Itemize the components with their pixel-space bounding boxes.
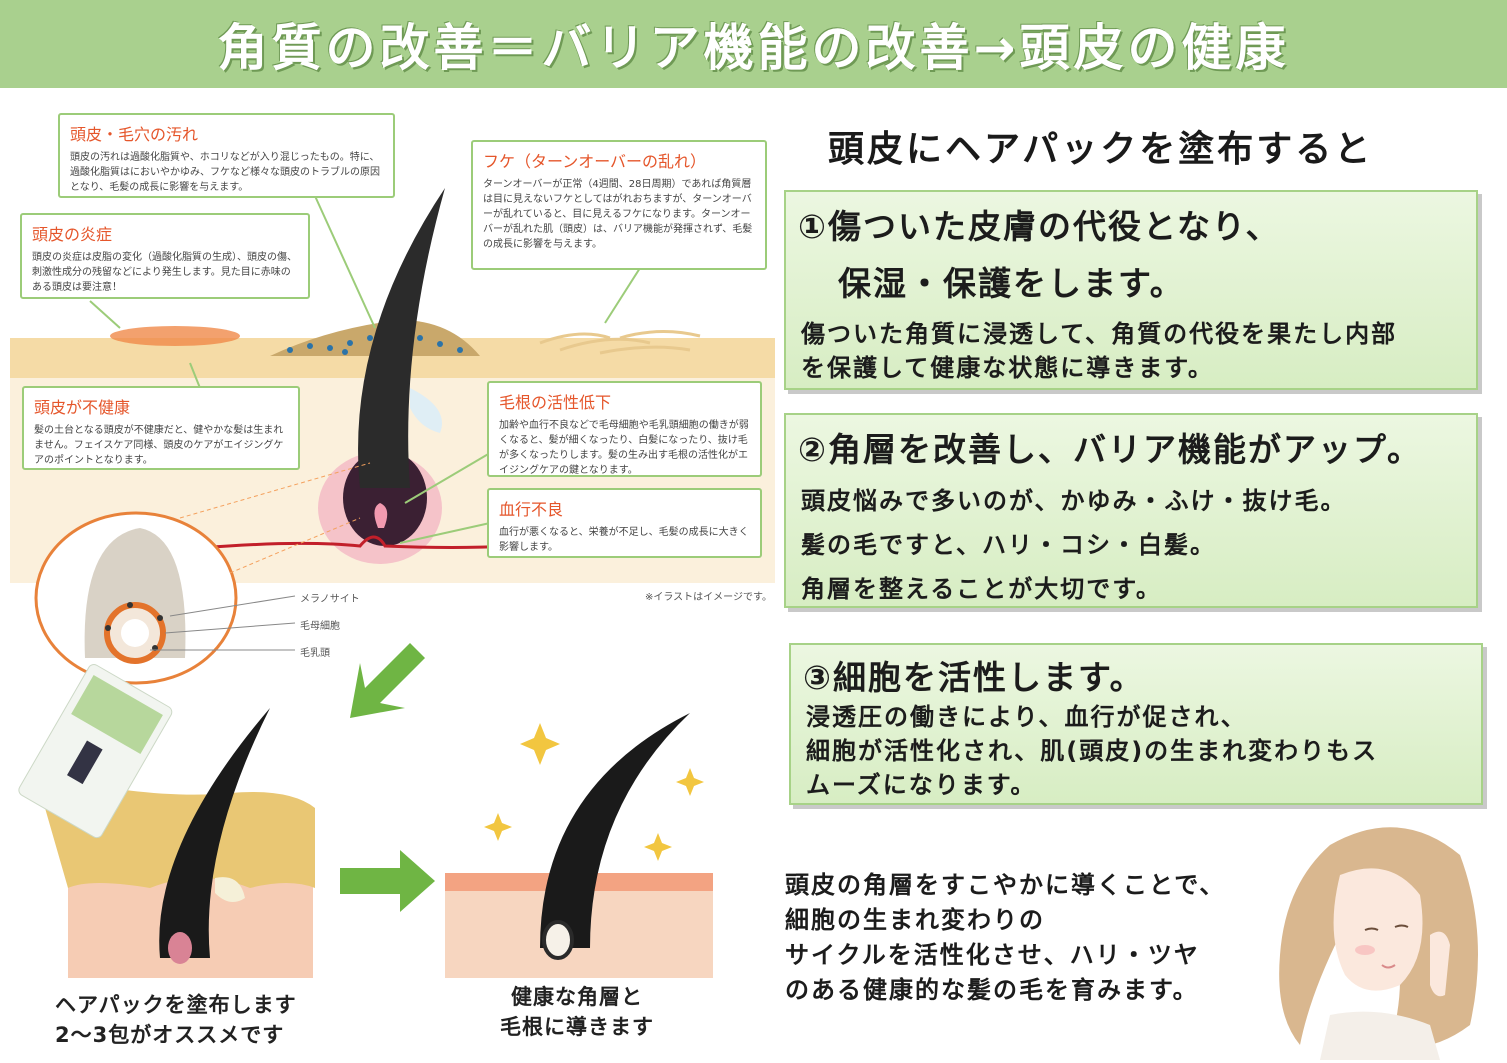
callout-inflammation-title: 頭皮の炎症 <box>32 225 113 244</box>
benefit-box-3: ③細胞を活性します。 浸透圧の働きにより、血行が促され、 細胞が活性化され、肌(… <box>789 643 1483 805</box>
callout-dirt-title: 頭皮・毛穴の汚れ <box>70 125 199 144</box>
caption-apply: ヘアパックを塗布します 2～3包がオススメです <box>55 990 297 1050</box>
caption-apply-line2: 2～3包がオススメです <box>55 1023 285 1047</box>
apply-papilla <box>168 932 192 964</box>
result-root <box>542 920 574 960</box>
hair-shaft <box>358 188 445 488</box>
woman-illustration <box>1279 827 1478 1060</box>
box1-title-line1: ①傷ついた皮膚の代役となり、 <box>798 207 1281 246</box>
arrow-right <box>340 850 435 912</box>
callout-root: 毛根の活性低下 加齢や血行不良などで毛母細胞や毛乳頭細胞の働きが弱くなると、髪が… <box>487 381 762 477</box>
closing-line3: サイクルを活性化させ、ハリ・ツヤ <box>785 941 1200 969</box>
box1-text-line1: 傷ついた角質に浸透して、角質の代役を果たし内部 <box>801 320 1398 348</box>
callout-dandruff-body: ターンオーバーが正常（4週間、28日周期）であれば角質層は目に見えないフケとして… <box>483 179 753 250</box>
closing-line4: のある健康的な髪の毛を育みます。 <box>785 976 1199 1004</box>
box2-title: ②角層を改善し、バリア機能がアップ。 <box>798 430 1422 469</box>
page-header: 角質の改善＝バリア機能の改善→頭皮の健康 <box>0 0 1507 88</box>
callout-dirt-body: 頭皮の汚れは過酸化脂質や、ホコリなどが入り混じったもの。特に、過酸化脂質はにおい… <box>70 152 380 193</box>
callout-unhealthy: 頭皮が不健康 髪の土台となる頭皮が不健康だと、健やかな髪は生まれません。フェイス… <box>22 386 300 470</box>
pointer-dirt <box>314 195 376 329</box>
result-hair <box>540 713 690 948</box>
hairpack-sachet <box>18 664 173 839</box>
benefit-box-1: ①傷ついた皮膚の代役となり、 保湿・保護をします。 傷ついた角質に浸透して、角質… <box>784 190 1478 390</box>
arrow-down-left <box>350 643 435 718</box>
callout-dirt: 頭皮・毛穴の汚れ 頭皮の汚れは過酸化脂質や、ホコリなどが入り混じったもの。特に、… <box>58 113 395 198</box>
label-melanocyte: メラノサイト <box>300 594 360 605</box>
callout-blood: 血行不良 血行が悪くなると、栄養が不足し、毛髪の成長に大きく影響します。 <box>487 488 762 558</box>
callout-unhealthy-body: 髪の土台となる頭皮が不健康だと、健やかな髪は生まれません。フェイスケア同様、頭皮… <box>34 425 284 466</box>
pointer-inflammation <box>89 300 121 329</box>
box3-title: ③細胞を活性します。 <box>803 658 1145 697</box>
pointer-dandruff <box>604 267 641 324</box>
closing-line2: 細胞の生まれ変わりの <box>785 906 1045 934</box>
zoom-papilla <box>121 619 149 647</box>
caption-apply-line1: ヘアパックを塗布します <box>55 993 297 1017</box>
apply-hair <box>159 708 270 958</box>
pointer-blood <box>399 522 491 544</box>
callout-root-title: 毛根の活性低下 <box>499 393 612 412</box>
box3-text-line2: 細胞が活性化され、肌(頭皮)の生まれ変わりもス <box>806 737 1379 765</box>
woman-hand <box>1430 931 1450 997</box>
callout-inflammation-body: 頭皮の炎症は皮脂の変化（過酸化脂質の生成）、頭皮の傷、刺激性成分の残留などにより… <box>32 252 297 293</box>
box3-text-line3: ムーズになります。 <box>806 771 1037 799</box>
dandruff-flakes <box>539 330 701 355</box>
woman-hair <box>1279 827 1478 1048</box>
box2-text-line1: 頭皮悩みで多いのが、かゆみ・ふけ・抜け毛。 <box>801 487 1347 515</box>
callout-inflammation: 頭皮の炎症 頭皮の炎症は皮脂の変化（過酸化脂質の生成）、頭皮の傷、刺激性成分の残… <box>20 213 310 299</box>
box2-text-line3: 角層を整えることが大切です。 <box>801 575 1162 603</box>
pointer-root <box>404 452 491 504</box>
page-title: 角質の改善＝バリア機能の改善→頭皮の健康 <box>217 19 1290 77</box>
callout-dandruff-title: フケ（ターンオーバーの乱れ） <box>483 152 707 171</box>
dermal-papilla <box>374 503 388 528</box>
label-papilla: 毛乳頭 <box>300 648 330 659</box>
illustration-note: ※イラストはイメージです。 <box>645 592 772 603</box>
woman-shoulder <box>1320 1011 1440 1060</box>
sebaceous-gland <box>410 388 442 433</box>
callout-blood-title: 血行不良 <box>499 500 564 519</box>
box3-text-line1: 浸透圧の働きにより、血行が促され、 <box>806 703 1247 731</box>
closing-text: 頭皮の角層をすこやかに導くことで、 細胞の生まれ変わりの サイクルを活性化させ、… <box>785 868 1225 1008</box>
box1-title-line2: 保湿・保護をします。 <box>838 264 1185 303</box>
callout-dandruff: フケ（ターンオーバーの乱れ） ターンオーバーが正常（4週間、28日周期）であれば… <box>471 140 767 270</box>
caption-result-line2: 毛根に導きます <box>500 1015 654 1039</box>
apply-gland <box>215 877 245 902</box>
box2-text-line2: 髪の毛ですと、ハリ・コシ・白髪。 <box>801 531 1217 559</box>
caption-result-line1: 健康な角層と <box>511 985 643 1009</box>
benefit-box-2: ②角層を改善し、バリア機能がアップ。 頭皮悩みで多いのが、かゆみ・ふけ・抜け毛。… <box>784 413 1478 608</box>
caption-result: 健康な角層と 毛根に導きます <box>492 982 662 1042</box>
closing-line1: 頭皮の角層をすこやかに導くことで、 <box>785 871 1226 899</box>
label-matrix: 毛母細胞 <box>300 621 340 632</box>
inflammation-spot <box>110 326 240 346</box>
sparkle-icon <box>484 723 704 861</box>
callout-unhealthy-title: 頭皮が不健康 <box>34 398 131 417</box>
callout-root-body: 加齢や血行不良などで毛母細胞や毛乳頭細胞の働きが弱くなると、髪が細くなったり、白… <box>499 420 749 476</box>
lead-heading: 頭皮にヘアパックを塗布すると <box>828 129 1374 170</box>
callout-blood-body: 血行が悪くなると、栄養が不足し、毛髪の成長に大きく影響します。 <box>499 527 749 553</box>
pointer-unhealthy <box>189 362 201 389</box>
box1-text-line2: を保護して健康な状態に導きます。 <box>801 354 1214 382</box>
